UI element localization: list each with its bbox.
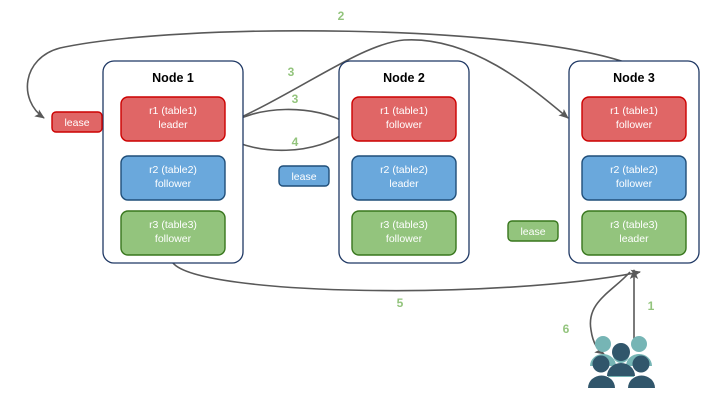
step-labels-layer: 2 3 3 4 5 1 6	[288, 9, 655, 336]
lease-badge-table3-label: lease	[520, 226, 545, 238]
node3-replica-r2[interactable]: r2 (table2) follower	[581, 155, 687, 201]
step-label-5: 5	[397, 296, 404, 310]
lease-badge-table3[interactable]: lease	[507, 220, 559, 242]
edge-step-4	[225, 129, 349, 152]
lease-badge-table2-box[interactable]	[278, 165, 330, 187]
node-node2[interactable]: Node 2 r1 (table1) follower r2 (table2) …	[338, 60, 470, 264]
edge-step-2	[26, 29, 631, 119]
node2-replica-r3-role: follower	[386, 233, 423, 245]
node2-replica-r2-role: leader	[389, 178, 419, 190]
node2-replica-r2-name: r2 (table2)	[380, 164, 428, 176]
node1-replica-r1-role: leader	[158, 119, 188, 131]
node-node3[interactable]: Node 3 r1 (table1) follower r2 (table2) …	[568, 60, 700, 264]
node1-replica-r3-role: follower	[155, 233, 192, 245]
node1-replica-r2-box[interactable]	[120, 155, 226, 201]
node2-replica-r2-box[interactable]	[351, 155, 457, 201]
node2-title: Node 2	[383, 71, 425, 85]
node-node1[interactable]: Node 1 r1 (table1) leader r2 (table2) fo…	[102, 60, 244, 264]
step-label-4: 4	[292, 135, 299, 149]
lease-badge-table1-label: lease	[64, 117, 89, 129]
node2-replica-r1-role: follower	[386, 119, 423, 131]
node2-replica-r1-name: r1 (table1)	[380, 105, 428, 117]
node3-replica-r1[interactable]: r1 (table1) follower	[581, 96, 687, 142]
step-label-3a: 3	[288, 65, 295, 79]
step-label-1: 1	[648, 299, 655, 313]
edge-step-5	[172, 262, 641, 292]
node1-replica-r1[interactable]: r1 (table1) leader	[120, 96, 226, 142]
node2-replica-r1-box[interactable]	[351, 96, 457, 142]
node1-replica-r3-name: r3 (table3)	[149, 219, 197, 231]
node1-replica-r1-name: r1 (table1)	[149, 105, 197, 117]
node1-title: Node 1	[152, 71, 194, 85]
node3-replica-r2-role: follower	[616, 178, 653, 190]
node1-replica-r2-role: follower	[155, 178, 192, 190]
node1-replica-r2-name: r2 (table2)	[149, 164, 197, 176]
node1-replica-r3[interactable]: r3 (table3) follower	[120, 210, 226, 256]
step-label-6: 6	[563, 322, 570, 336]
lease-badge-table1-box[interactable]	[51, 111, 103, 133]
node3-replica-r3-box[interactable]	[581, 210, 687, 256]
lease-badge-table2-label: lease	[291, 171, 316, 183]
node3-replica-r2-name: r2 (table2)	[610, 164, 658, 176]
edge-step-3-long	[221, 39, 569, 127]
node3-title: Node 3	[613, 71, 655, 85]
node2-replica-r3[interactable]: r3 (table3) follower	[351, 210, 457, 256]
node3-replica-r2-box[interactable]	[581, 155, 687, 201]
node2-replica-r2[interactable]: r2 (table2) leader	[351, 155, 457, 201]
node2-replica-r1[interactable]: r1 (table1) follower	[351, 96, 457, 142]
node3-replica-r1-name: r1 (table1)	[610, 105, 658, 117]
node1-replica-r2[interactable]: r2 (table2) follower	[120, 155, 226, 201]
node3-replica-r3-role: leader	[619, 233, 649, 245]
node3-replica-r1-box[interactable]	[581, 96, 687, 142]
step-label-2: 2	[338, 9, 345, 23]
node2-replica-r3-box[interactable]	[351, 210, 457, 256]
node3-replica-r3-name: r3 (table3)	[610, 219, 658, 231]
node2-replica-r3-name: r3 (table3)	[380, 219, 428, 231]
lease-badge-table2[interactable]: lease	[278, 165, 330, 187]
node1-replica-r1-box[interactable]	[120, 96, 226, 142]
people-icon	[588, 336, 655, 388]
people-icon-front-row	[588, 343, 655, 388]
node1-replica-r3-box[interactable]	[120, 210, 226, 256]
node3-replica-r1-role: follower	[616, 119, 653, 131]
lease-badge-table1[interactable]: lease	[51, 111, 103, 133]
step-label-3b: 3	[292, 92, 299, 106]
lease-badge-table3-box[interactable]	[507, 220, 559, 242]
node3-replica-r3[interactable]: r3 (table3) leader	[581, 210, 687, 256]
